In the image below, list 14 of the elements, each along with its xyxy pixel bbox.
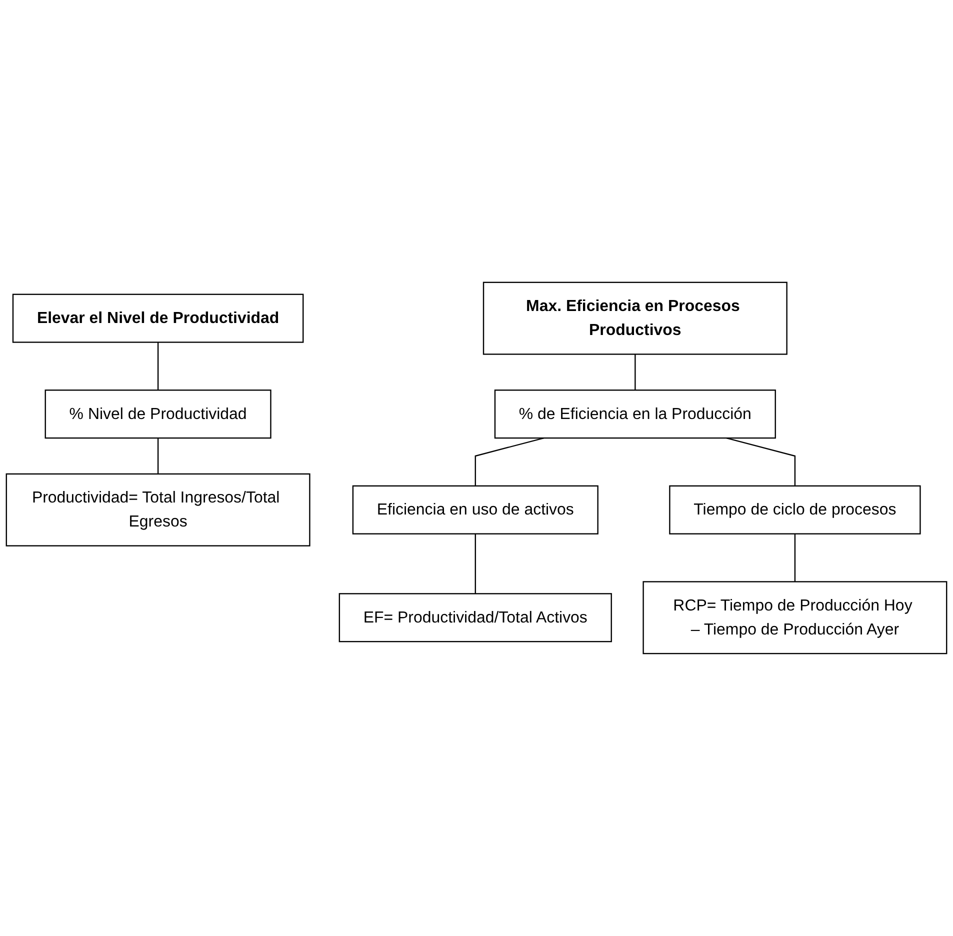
node-box: % Nivel de Productividad (44, 390, 272, 439)
node-box: EF= Productividad/Total Activos (338, 593, 612, 642)
node-box: Productividad= Total Ingresos/Total Egresos (6, 473, 310, 546)
node-box: Max. Eficiencia en Procesos Productivos (482, 282, 788, 355)
connector (157, 342, 159, 390)
connector (634, 354, 636, 390)
node-box: Elevar el Nivel de Productividad (12, 294, 304, 343)
node-box: Eficiencia en uso de activos (352, 485, 598, 534)
node-box: Tiempo de ciclo de procesos (669, 485, 921, 534)
node-box: RCP= Tiempo de Producción Hoy – Tiempo de Producción Ayer (642, 581, 948, 654)
node-box: % de Eficiencia en la Producción (494, 390, 776, 439)
connector (474, 534, 476, 594)
connector (157, 438, 159, 474)
connector (794, 534, 796, 582)
